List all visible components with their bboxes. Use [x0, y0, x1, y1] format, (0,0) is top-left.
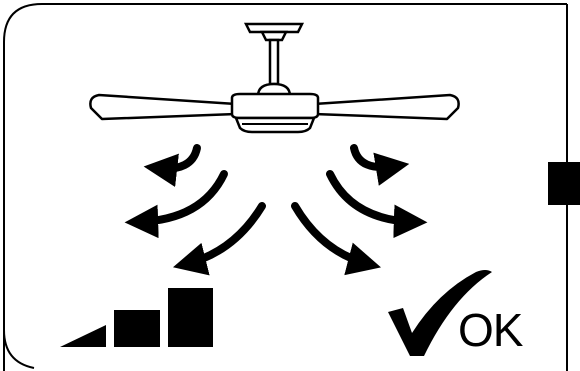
ceiling-fan-icon — [90, 24, 458, 132]
airflow-arrow-icon — [330, 174, 414, 222]
airflow-arrow-icon — [138, 174, 224, 222]
airflow-arrows — [138, 148, 414, 264]
airflow-arrow-icon — [186, 206, 262, 264]
airflow-arrow-icon — [157, 148, 197, 169]
ok-label: OK — [458, 307, 522, 353]
square-marker-icon — [548, 162, 580, 205]
signal-strength-bars-icon — [60, 288, 213, 347]
airflow-arrow-icon — [354, 148, 396, 167]
airflow-arrow-icon — [295, 206, 368, 264]
panel-bottom-corner — [4, 330, 34, 368]
